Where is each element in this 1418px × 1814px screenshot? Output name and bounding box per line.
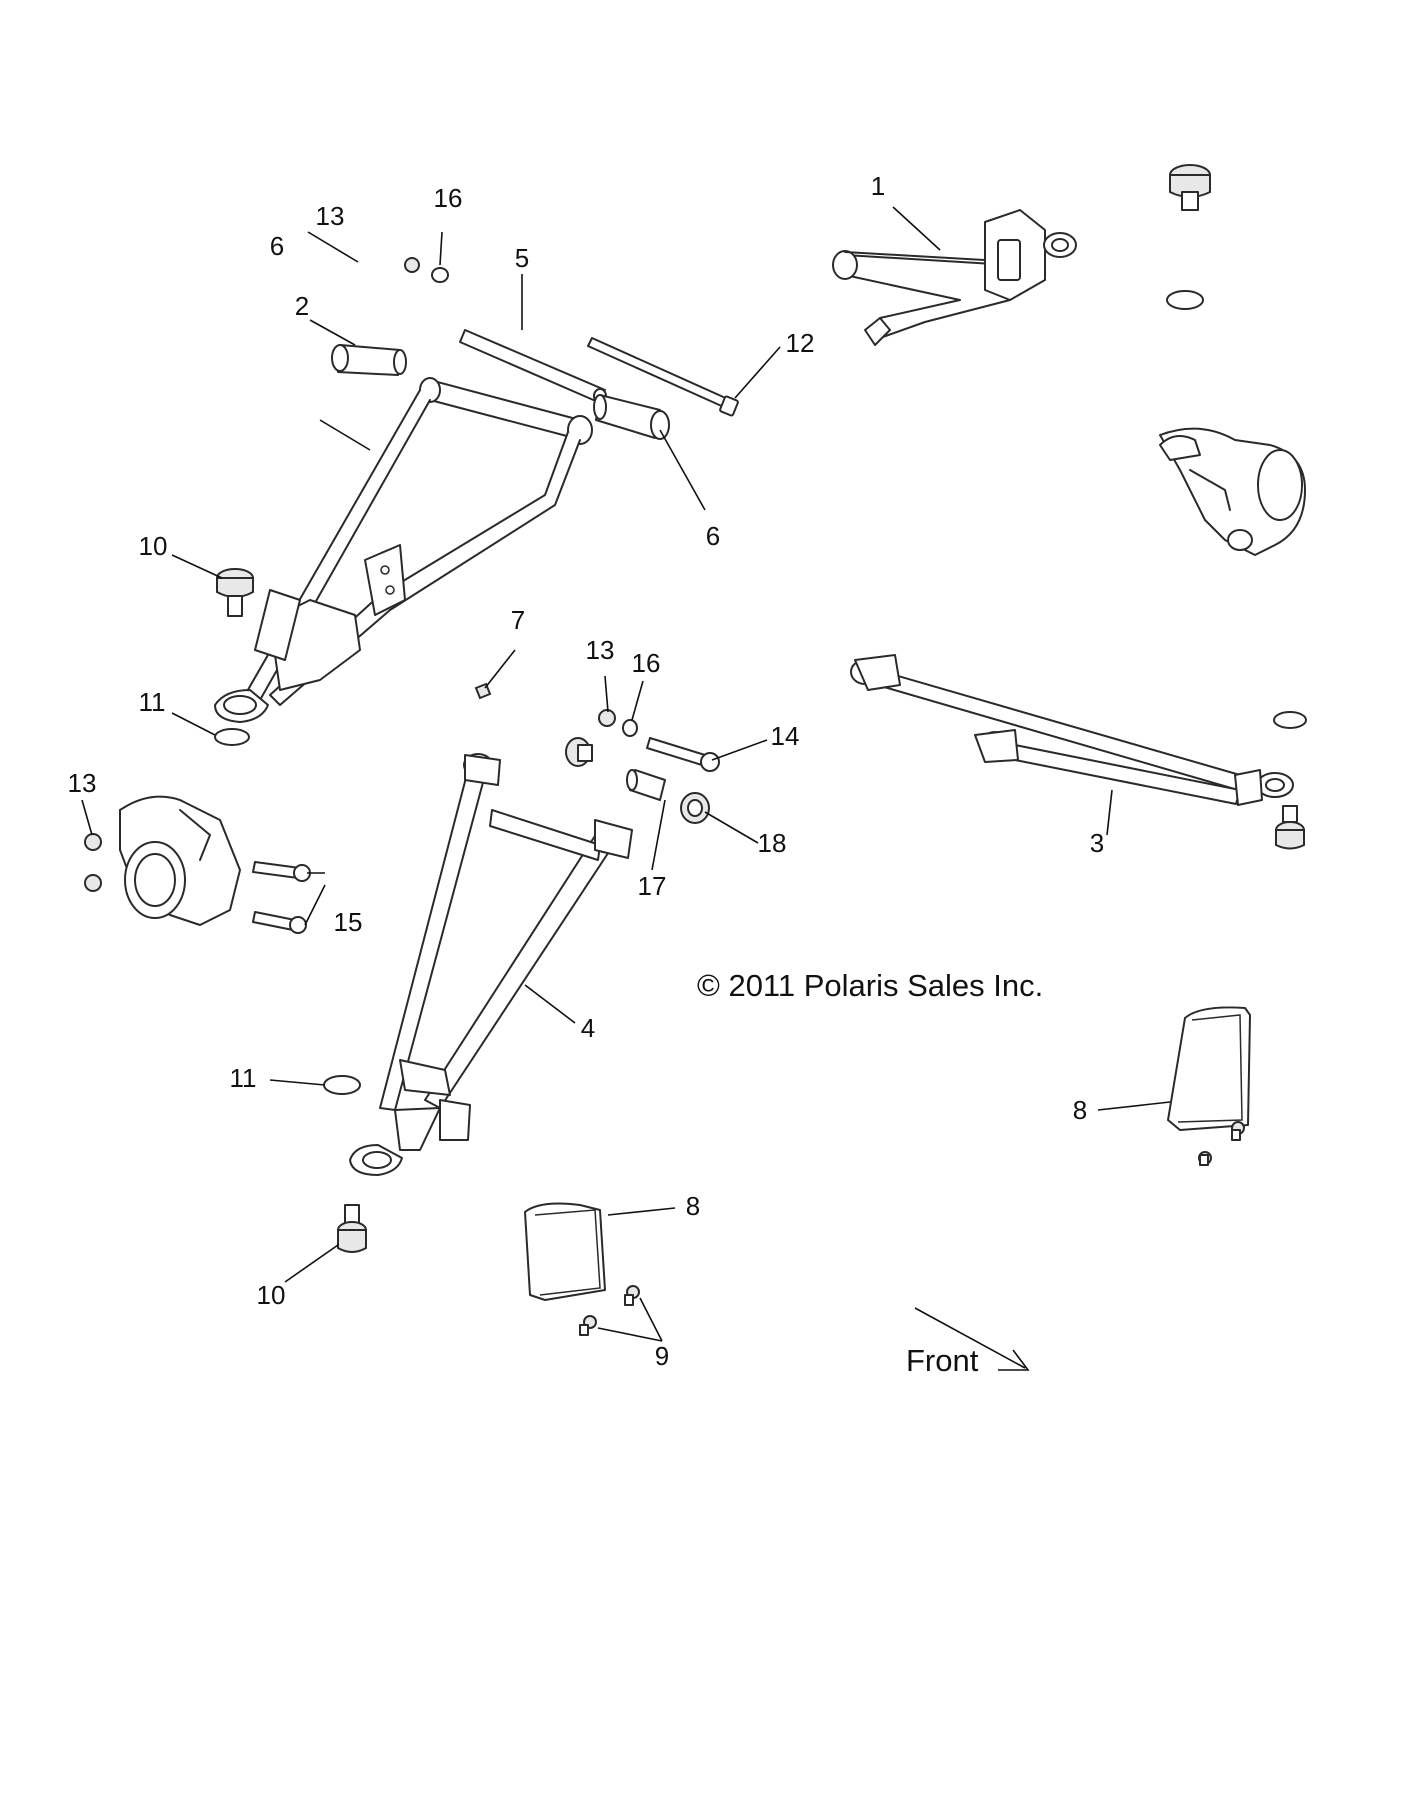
callout-7: 7 (511, 605, 525, 635)
callout-13-middle: 13 (586, 635, 615, 665)
clip (474, 682, 492, 700)
screw-guard-right-b (1231, 1121, 1245, 1141)
callout-18: 18 (758, 828, 787, 858)
bolt-lower (646, 737, 720, 772)
bolt-knuckle-bottom (252, 911, 307, 934)
steering-knuckle-right (1159, 427, 1306, 556)
sleeve (626, 769, 666, 801)
retaining-ring-lower-left (323, 1075, 361, 1095)
front-arrow (914, 1307, 1030, 1371)
callout-11-lower: 11 (230, 1063, 257, 1093)
callout-1: 1 (871, 171, 885, 201)
callout-11-upper: 11 (139, 687, 166, 717)
pivot-tube (459, 329, 607, 404)
skid-guard-right (1167, 1006, 1251, 1131)
ball-joint-lower-left (337, 1204, 367, 1253)
upper-a-arm-right (832, 209, 1077, 346)
skid-guard-left (524, 1202, 606, 1301)
lower-a-arm-right (850, 654, 1294, 806)
bushing-upper-b (593, 394, 670, 440)
lower-a-arm-left (349, 753, 633, 1176)
screw-guard-right-a (1198, 1151, 1212, 1166)
callout-16-middle: 16 (632, 648, 661, 678)
ball-joint-upper-right (1169, 164, 1211, 211)
bushing-lower-a (565, 737, 593, 767)
callout-6-upper: 6 (270, 231, 284, 261)
ball-joint-lower-right (1275, 805, 1305, 850)
retaining-ring-left (214, 728, 250, 746)
retaining-ring-upper-right (1166, 290, 1204, 310)
callouts: 1 2 3 4 5 6 6 7 8 8 9 10 10 11 11 12 13 … (68, 171, 1105, 1371)
steering-knuckle-left (119, 795, 241, 926)
callout-17: 17 (638, 871, 667, 901)
bolt-knuckle-top (252, 861, 311, 882)
copyright-notice: © 2011 Polaris Sales Inc. (697, 968, 1043, 1003)
pivot-bolt (587, 337, 739, 417)
ball-joint-upper-left (216, 568, 254, 617)
nut-knuckle-top (84, 833, 102, 851)
bushing-lower-b (680, 792, 710, 824)
leader-lines (81, 206, 1171, 1342)
callout-15: 15 (334, 907, 363, 937)
callout-16-top: 16 (434, 183, 463, 213)
nut-middle (598, 709, 616, 727)
callout-6-lower: 6 (706, 521, 720, 551)
callout-10-lower: 10 (257, 1280, 286, 1310)
nut-knuckle-bottom (84, 874, 102, 892)
callout-4: 4 (581, 1013, 595, 1043)
callout-9: 9 (655, 1341, 669, 1371)
washer-top (431, 267, 449, 283)
upper-a-arm-left (214, 377, 593, 723)
retaining-ring-right (1273, 711, 1307, 729)
callout-8-right: 8 (1073, 1095, 1087, 1125)
callout-13-top: 13 (316, 201, 345, 231)
callout-8-left: 8 (686, 1191, 700, 1221)
nut-top (404, 257, 420, 273)
screw-guard-left-a (579, 1315, 597, 1336)
bushing-upper-a (331, 344, 407, 376)
washer-middle (622, 719, 638, 737)
callout-14: 14 (771, 721, 800, 751)
callout-3: 3 (1090, 828, 1104, 858)
callout-12: 12 (786, 328, 815, 358)
callout-2: 2 (295, 291, 309, 321)
callout-10-upper: 10 (139, 531, 168, 561)
screw-guard-left-b (624, 1285, 640, 1306)
front-label: Front (906, 1343, 979, 1378)
callout-5: 5 (515, 243, 529, 273)
callout-13-left: 13 (68, 768, 97, 798)
